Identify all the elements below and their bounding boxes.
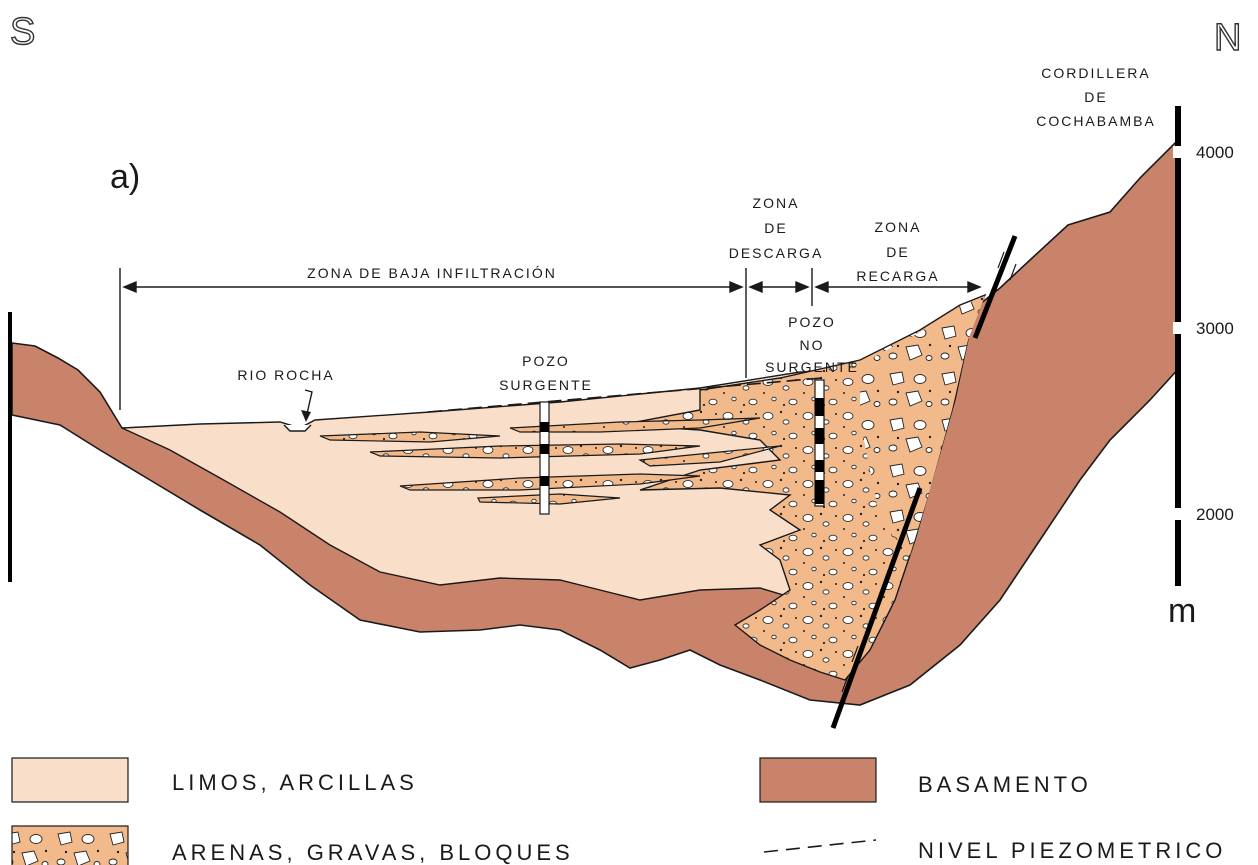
scale-tick-4000: 4000: [1196, 143, 1234, 162]
zone-recharge-label-2: DE: [886, 244, 909, 260]
legend-swatch-basement: [760, 758, 876, 802]
river-arrowhead: [301, 410, 311, 422]
zone-low-infiltration-label: ZONA DE BAJA INFILTRACIÓN: [307, 265, 557, 281]
mountain-label-line-3: COCHABAMBA: [1036, 113, 1156, 129]
non-artesian-well: [815, 380, 824, 506]
zone-recharge-label-3: RECARGA: [856, 268, 939, 284]
mountain-label-line-1: CORDILLERA: [1041, 65, 1150, 81]
legend-swatch-piezometric: [764, 840, 876, 852]
zone-recharge-label-1: ZONA: [875, 219, 922, 235]
non-artesian-well-label-1: POZO: [788, 314, 836, 330]
artesian-well: [540, 402, 549, 514]
scale-tick-3000: 3000: [1196, 319, 1234, 338]
legend-label-sand-gravel: ARENAS, GRAVAS, BLOQUES: [172, 840, 574, 865]
artesian-well-label-2: SURGENTE: [499, 377, 593, 393]
legend-label-piezometric: NIVEL PIEZOMETRICO: [918, 838, 1226, 863]
panel-label: a): [110, 158, 140, 196]
non-artesian-well-label-2: NO: [800, 337, 825, 353]
compass-north: N: [1214, 17, 1241, 59]
artesian-well-label-1: POZO: [522, 353, 570, 369]
scale-unit: m: [1168, 592, 1196, 630]
legend-swatch-sand-gravel: [12, 826, 128, 865]
river-label: RIO ROCHA: [237, 367, 334, 383]
legend-label-basement: BASAMENTO: [918, 772, 1092, 797]
scale-tick-2000: 2000: [1196, 505, 1234, 524]
legend-label-silt-clay: LIMOS, ARCILLAS: [172, 770, 418, 795]
zone-discharge-label-2: DE: [764, 220, 787, 236]
non-artesian-well-label-3: SURGENTE: [765, 359, 859, 375]
mountain-label-line-2: DE: [1084, 89, 1107, 105]
compass-south: S: [10, 11, 35, 53]
zone-discharge-label-1: ZONA: [753, 195, 800, 211]
zone-discharge-label-3: DESCARGA: [729, 245, 824, 261]
legend-swatch-silt-clay: [12, 758, 128, 802]
